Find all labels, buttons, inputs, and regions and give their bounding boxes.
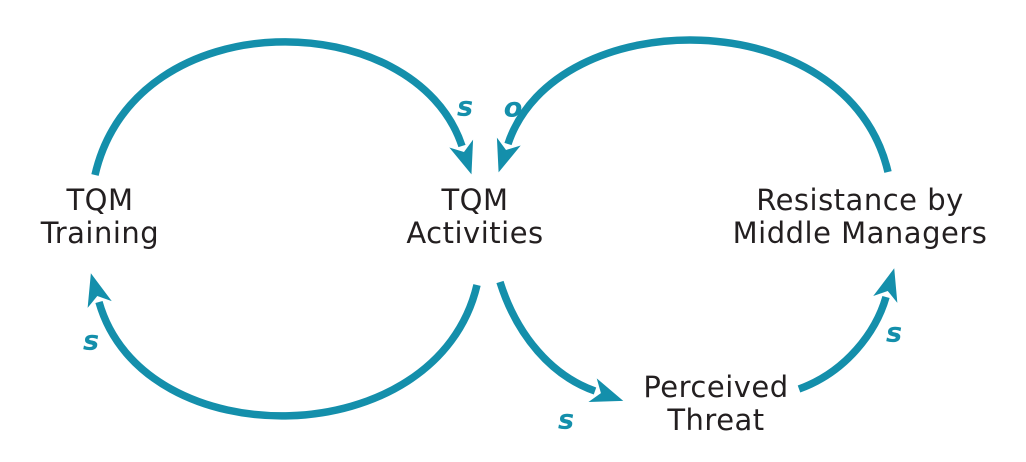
node-resistance-by-middle-managers: Resistance by Middle Managers (733, 184, 988, 250)
arrow-resistance-to-activities (496, 36, 892, 173)
node-tqm-training-line1: TQM (66, 183, 134, 217)
node-tqm-training: TQM Training (41, 184, 159, 250)
arrow-activities-to-training (87, 273, 481, 420)
node-resistance-line1: Resistance by (756, 183, 964, 217)
node-tqm-activities-line1: TQM (441, 183, 509, 217)
node-tqm-activities-line2: Activities (406, 216, 544, 250)
node-perceived-threat-line1: Perceived (643, 370, 789, 404)
node-resistance-line2: Middle Managers (732, 216, 988, 250)
node-perceived-threat: Perceived Threat (643, 371, 788, 437)
arrow-activities-to-threat (496, 280, 624, 402)
node-perceived-threat-line2: Threat (667, 403, 765, 437)
arrow-training-to-activities (91, 38, 474, 176)
polarity-label-threat-to-resistance: s (885, 317, 903, 349)
arrow-threat-to-resistance (797, 268, 898, 393)
polarity-label-training-to-activities: s (456, 91, 474, 123)
node-tqm-training-line2: Training (40, 216, 160, 250)
node-tqm-activities: TQM Activities (406, 184, 543, 250)
polarity-label-activities-to-threat: s (557, 404, 575, 436)
polarity-label-resistance-to-activities: o (503, 92, 523, 124)
polarity-label-activities-to-training: s (82, 325, 100, 357)
